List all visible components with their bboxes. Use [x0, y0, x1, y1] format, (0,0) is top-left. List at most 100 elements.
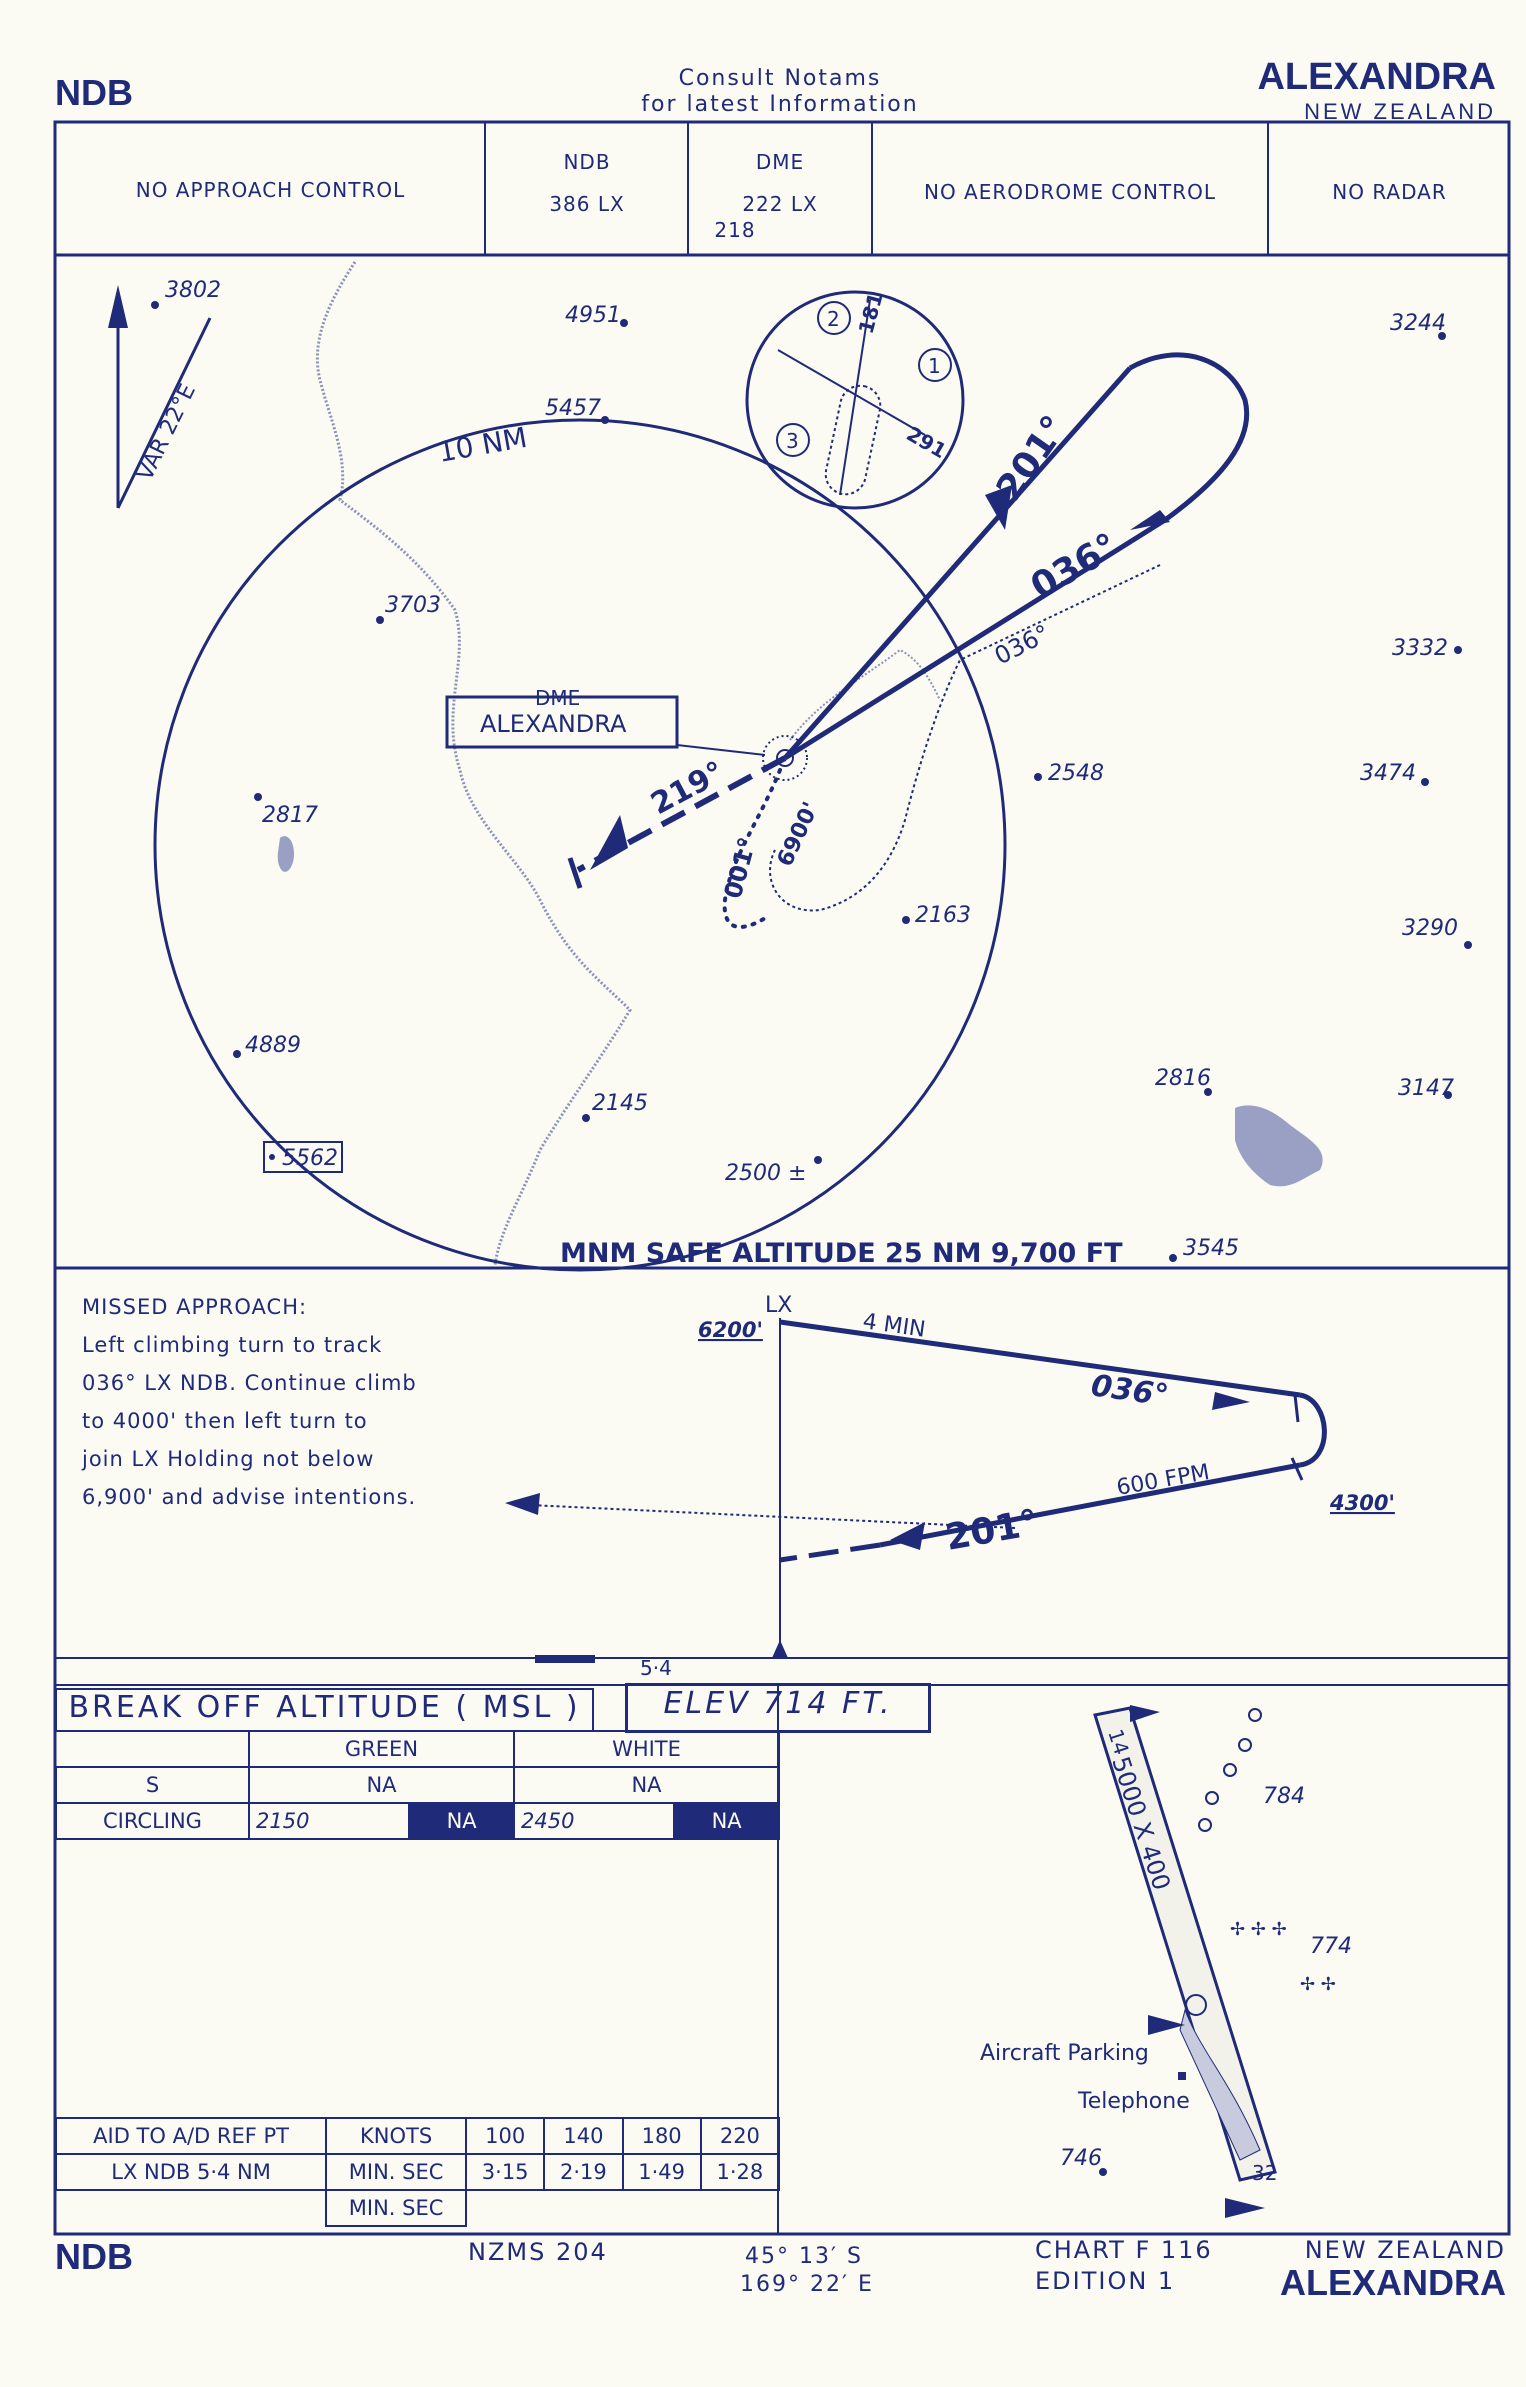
north-arrow: VAR 22°E [108, 285, 212, 509]
s-green: NA [248, 1766, 515, 1804]
lake-east [1235, 1105, 1323, 1187]
procedure-tracks [567, 352, 1250, 929]
aerodrome-control: NO AERODROME CONTROL [924, 180, 1216, 204]
spot-5562: 5562 [282, 1146, 338, 1171]
ten-nm-ring [153, 418, 1007, 1272]
height-784: 784 [1263, 1784, 1305, 1809]
track-219: 219° [645, 755, 730, 822]
break-off-title: BREAK OFF ALTITUDE ( MSL ) [55, 1688, 594, 1732]
ring-label: 10 NM [435, 421, 529, 469]
header-location: ALEXANDRA NEW ZEALAND [1257, 56, 1496, 125]
ndb-freq: 386 LX [549, 192, 625, 216]
svg-text:✢ ✢: ✢ ✢ [1300, 1974, 1336, 1995]
missed-line-2: 036° LX NDB. Continue climb [82, 1371, 417, 1395]
spot-2548: 2548 [1048, 761, 1104, 786]
track-036-missed: 036° [990, 619, 1054, 670]
time-100: 3·15 [465, 2153, 546, 2191]
spot-3703: 3703 [385, 593, 441, 618]
footer-country: NEW ZEALAND [1304, 2236, 1506, 2264]
circ-white-na: NA [673, 1802, 780, 1840]
profile-fix: LX [765, 1293, 792, 1318]
timing-unit-1: MIN. SEC [325, 2153, 468, 2191]
sector-1: 1 [928, 354, 941, 378]
break-off-table: GREEN WHITE S NA NA CIRCLING 2150 NA 245… [55, 1730, 781, 1840]
spot-4951: 4951 [565, 303, 621, 328]
consult-line2: for latest Information [641, 92, 919, 117]
dme-box-name: ALEXANDRA [480, 710, 627, 738]
runway-end-32: 32 [1252, 2161, 1277, 2185]
profile-time: 4 MIN [861, 1309, 927, 1343]
elevation: ELEV 714 FT. [625, 1683, 931, 1733]
time-220: 1·28 [699, 2153, 781, 2191]
msa-label: MNM SAFE ALTITUDE 25 NM 9,700 FT [560, 1238, 1123, 1269]
aircraft-parking-label: Aircraft Parking [980, 2041, 1149, 2066]
longitude: 169° 22′ E [740, 2272, 874, 2297]
speed-100: 100 [465, 2117, 546, 2155]
entry-radial-181: 181 [854, 290, 888, 337]
aerodrome-diagram: ✢ ✢ ✢ ✢ ✢ [1093, 1705, 1336, 2218]
track-001: 001° [719, 834, 762, 901]
place-title: ALEXANDRA [1257, 56, 1496, 98]
speed-140: 140 [543, 2117, 624, 2155]
spot-2163: 2163 [915, 903, 971, 928]
spot-3545: 3545 [1183, 1236, 1239, 1261]
s-white: NA [512, 1766, 781, 1804]
height-774: 774 [1310, 1934, 1352, 1959]
chart-number: CHART F 116 [1035, 2236, 1213, 2264]
dme-box [445, 695, 679, 749]
spot-2145: 2145 [592, 1091, 648, 1116]
speed-180: 180 [621, 2117, 702, 2155]
spot-3290: 3290 [1402, 916, 1458, 941]
spot-2500: 2500 ± [725, 1161, 806, 1186]
spot-2816: 2816 [1155, 1066, 1211, 1091]
profile-alt-6200: 6200' [698, 1318, 763, 1342]
track-201: 201° [989, 408, 1076, 508]
missed-approach: MISSED APPROACH: Left climbing turn to t… [82, 1288, 417, 1516]
col-green: GREEN [248, 1730, 515, 1768]
consult-line1: Consult Notams [678, 66, 882, 91]
timing-knots: KNOTS [325, 2117, 468, 2155]
profile-alt-4300: 4300' [1329, 1491, 1395, 1515]
height-746: 746 [1060, 2146, 1102, 2171]
sector-3: 3 [786, 429, 799, 453]
ndb-label: NDB [563, 150, 611, 174]
missed-line-5: 6,900' and advise intentions. [82, 1485, 417, 1509]
var-label: VAR 22°E [133, 380, 201, 484]
missed-line-3: to 4000' then left turn to [82, 1409, 368, 1433]
lake-west [277, 836, 295, 872]
spot-5457: 5457 [545, 396, 601, 421]
spot-heights: 3802 4951 5457 3244 3703 3332 2817 2548 … [151, 278, 1472, 1262]
dme-channel: 222 LX [742, 192, 818, 216]
latitude: 45° 13′ S [745, 2244, 863, 2269]
entry-radial-291: 291 [903, 422, 951, 464]
speed-220: 220 [699, 2117, 781, 2155]
spot-3332: 3332 [1392, 636, 1448, 661]
spot-3244: 3244 [1390, 311, 1446, 336]
circ-green-na: NA [408, 1802, 515, 1840]
approach-control: NO APPROACH CONTROL [135, 178, 406, 202]
consult-notams: Consult Notams for latest Information [560, 66, 1000, 118]
spot-3474: 3474 [1360, 761, 1416, 786]
country-title: NEW ZEALAND [1304, 99, 1496, 124]
chart-type-top: NDB [55, 72, 133, 113]
chart-type-bottom: NDB [55, 2236, 133, 2277]
dme-channel-2: 218 [714, 218, 756, 242]
profile-inbound: 201° [942, 1502, 1041, 1559]
missed-line-1: Left climbing turn to track [82, 1333, 383, 1357]
timing-table: AID TO A/D REF PT KNOTS 100 140 180 220 … [54, 2117, 781, 2227]
circ-white-alt: 2450 [512, 1802, 676, 1840]
profile-view [505, 1318, 1327, 1663]
radar: NO RADAR [1332, 180, 1447, 204]
missed-approach-title: MISSED APPROACH: [82, 1295, 308, 1319]
map-series: NZMS 204 [468, 2238, 608, 2266]
row-s: S [55, 1766, 250, 1804]
spot-4889: 4889 [245, 1033, 301, 1058]
profile-distance: 5·4 [640, 1656, 672, 1680]
dme-label: DME [755, 150, 805, 174]
timing-unit-2: MIN. SEC [325, 2189, 468, 2227]
telephone-label: Telephone [1077, 2089, 1190, 2114]
profile-rate: 600 FPM [1115, 1460, 1212, 1501]
missed-line-4: join LX Holding not below [82, 1447, 375, 1471]
alt-6900: 6900' [773, 798, 824, 870]
